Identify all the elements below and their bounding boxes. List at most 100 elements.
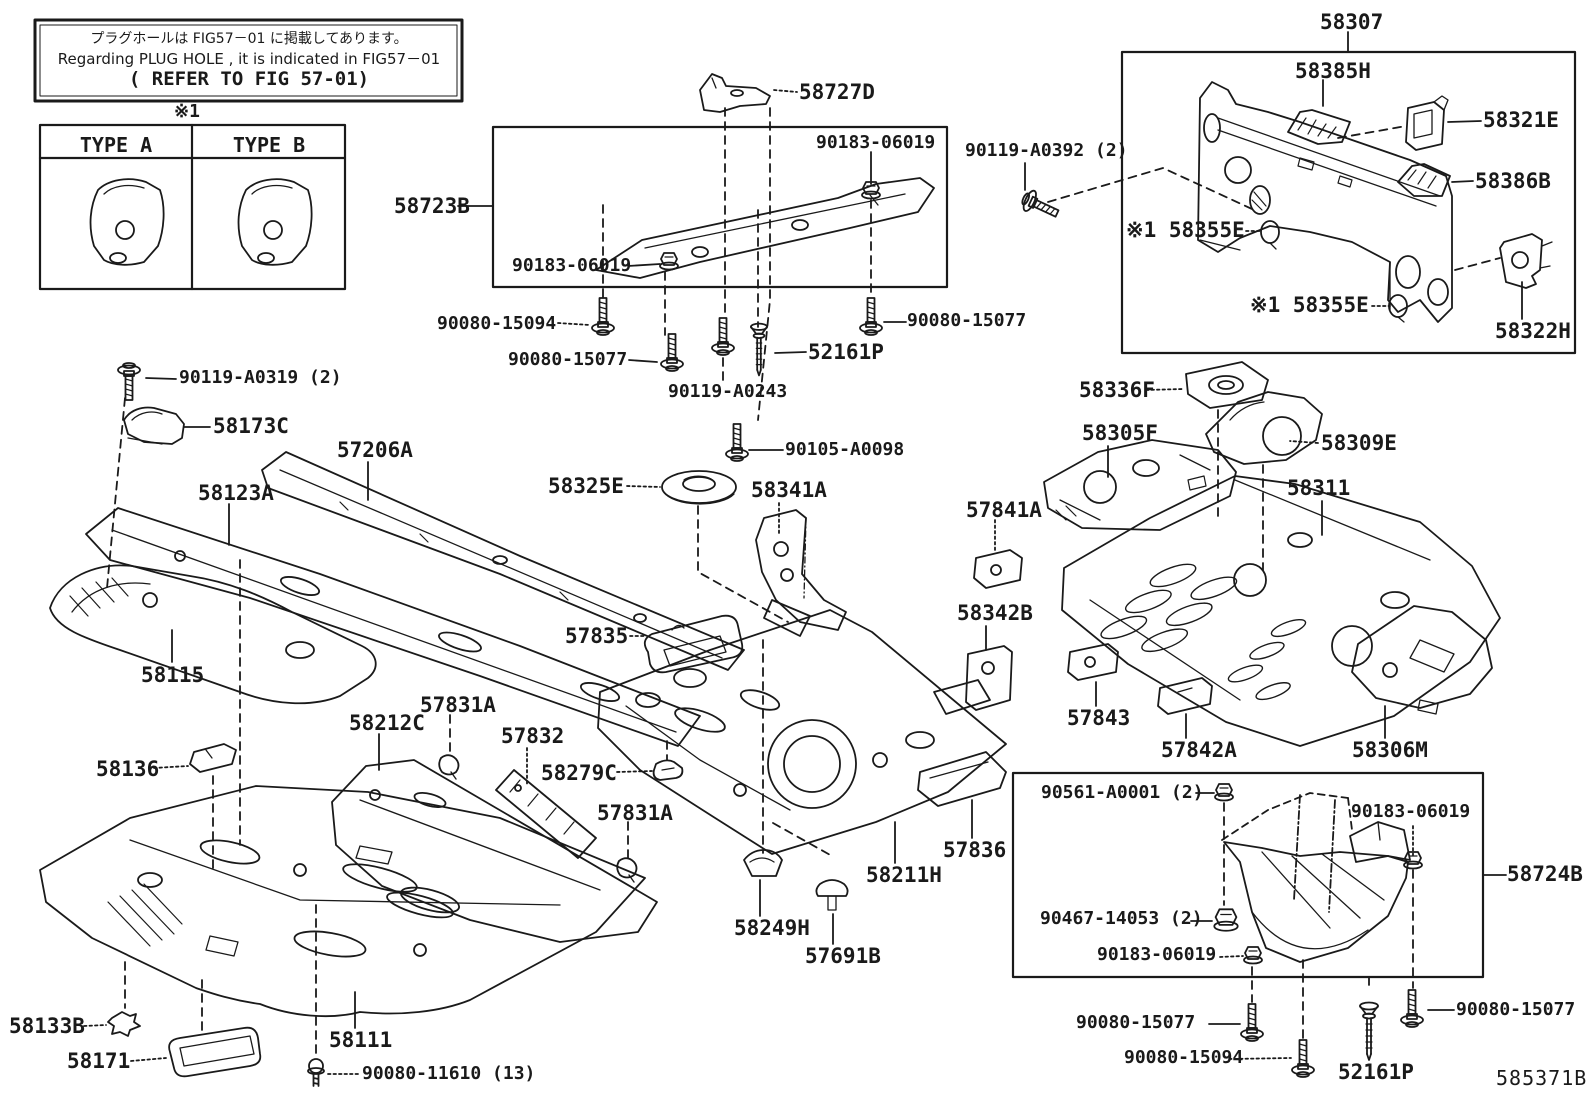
label-figure-number: 585371B xyxy=(1496,1066,1588,1090)
label-58322H: 58322H xyxy=(1495,319,1571,343)
label-57841A: 57841A xyxy=(966,498,1042,522)
bolt-90119-A0243 xyxy=(711,317,735,356)
part-58171 xyxy=(169,1028,260,1077)
part-57832-rocker xyxy=(496,770,596,858)
part-58311-rear-floor xyxy=(1062,476,1500,746)
label-90183-06019-2: 90183-06019 xyxy=(512,255,632,276)
label-58355E-2: ※1 58355E xyxy=(1250,293,1369,317)
label-58111: 58111 xyxy=(329,1028,393,1052)
type-table-frame xyxy=(40,125,345,289)
part-58279C xyxy=(654,760,683,780)
part-57836 xyxy=(918,752,1006,806)
label-58724B: 58724B xyxy=(1507,862,1583,886)
label-90080-15077-4: 90080-15077 xyxy=(1456,999,1576,1020)
label-58279C: 58279C xyxy=(541,761,617,785)
part-58136 xyxy=(190,744,236,772)
label-52161P-1: 52161P xyxy=(808,340,884,364)
bolt-90080-15077-2 xyxy=(859,297,883,336)
label-58305F: 58305F xyxy=(1082,421,1158,445)
label-57836: 57836 xyxy=(943,838,1007,862)
label-57843: 57843 xyxy=(1067,706,1131,730)
fasteners xyxy=(117,181,1424,1087)
note-line-refer: ( REFER TO FIG 57-01) xyxy=(128,68,370,90)
label-58212C: 58212C xyxy=(349,711,425,735)
part-58115-crossmember xyxy=(50,565,376,703)
bolt-90119-A0319 xyxy=(117,362,141,401)
bolt-90080-15094-2 xyxy=(1291,1039,1315,1078)
box-58723B xyxy=(493,127,947,287)
bolt-90080-15094-1 xyxy=(591,297,615,336)
label-58211H: 58211H xyxy=(866,863,942,887)
label-90183-06019-3: 90183-06019 xyxy=(1351,801,1471,822)
label-57206A: 57206A xyxy=(337,438,413,462)
label-57831A-1: 57831A xyxy=(420,693,496,717)
screw-90080-11610 xyxy=(307,1058,325,1087)
label-ref-mark-table: ※1 xyxy=(174,101,200,122)
label-57835: 57835 xyxy=(565,624,629,648)
part-58386B xyxy=(1398,164,1450,196)
part-58249H xyxy=(744,850,782,876)
nut-90467-14053 xyxy=(1213,908,1239,932)
label-58342B: 58342B xyxy=(957,601,1033,625)
part-58723B-cowl-brace xyxy=(596,178,934,278)
nut-90561-A0001 xyxy=(1214,783,1234,802)
label-90105-A0098: 90105-A0098 xyxy=(785,439,905,460)
type-table-header-b: TYPE B xyxy=(232,133,306,157)
part-58336F xyxy=(1186,362,1268,408)
label-58341A: 58341A xyxy=(751,478,827,502)
part-58212C-floor-side xyxy=(332,760,657,942)
part-58306M xyxy=(1352,606,1492,714)
label-52161P-2: 52161P xyxy=(1338,1060,1414,1084)
part-57843 xyxy=(1068,644,1118,680)
note-line-english: Regarding PLUG HOLE , it is indicated in… xyxy=(57,50,441,68)
label-90080-15094-1: 90080-15094 xyxy=(437,313,557,334)
label-57832: 57832 xyxy=(501,724,565,748)
label-58311: 58311 xyxy=(1287,476,1351,500)
label-58133B: 58133B xyxy=(9,1014,85,1038)
label-58306M: 58306M xyxy=(1352,738,1428,762)
leader-lines xyxy=(84,32,1522,1074)
label-58727D: 58727D xyxy=(799,80,875,104)
label-58123A: 58123A xyxy=(198,481,274,505)
label-58115: 58115 xyxy=(141,663,205,687)
bolt-90119-A0392 xyxy=(1017,187,1063,225)
label-58321E: 58321E xyxy=(1483,108,1559,132)
label-90119-A0243: 90119-A0243 xyxy=(668,381,788,402)
nut-90183-06019-4 xyxy=(1243,946,1263,965)
part-58325E-silencer xyxy=(662,471,736,504)
part-57841A xyxy=(974,550,1022,588)
bolt-90105-A0098 xyxy=(725,423,749,462)
label-58309E: 58309E xyxy=(1321,431,1397,455)
part-58211H-center-floor xyxy=(598,610,1006,854)
label-57691B: 57691B xyxy=(805,944,881,968)
part-58321E xyxy=(1406,96,1448,150)
part-58724B-under-cover xyxy=(1222,793,1410,962)
label-58249H: 58249H xyxy=(734,916,810,940)
part-58123A-member xyxy=(86,508,700,746)
part-58342B xyxy=(934,646,1012,714)
label-90183-06019-4: 90183-06019 xyxy=(1097,944,1217,965)
label-58355E-1: ※1 58355E xyxy=(1126,218,1245,242)
part-58355E-1 xyxy=(1261,221,1279,249)
part-58307-dash-panel xyxy=(1198,82,1452,322)
part-58133B xyxy=(108,1012,140,1036)
label-58136: 58136 xyxy=(96,757,160,781)
part-58173C xyxy=(124,408,184,445)
part-58385H xyxy=(1288,110,1350,144)
part-58309E xyxy=(1206,392,1322,464)
label-58723B: 58723B xyxy=(394,194,470,218)
assembly-dashed-lines xyxy=(107,108,1500,1058)
label-90119-A0392: 90119-A0392 (2) xyxy=(965,140,1128,161)
type-table-header-a: TYPE A xyxy=(79,133,153,157)
type-a-bracket xyxy=(91,179,164,265)
label-90119-A0319: 90119-A0319 (2) xyxy=(179,367,342,388)
label-58307: 58307 xyxy=(1320,10,1384,34)
clip-52161P-2 xyxy=(1359,1001,1379,1061)
part-57842A xyxy=(1158,678,1212,714)
label-58173C: 58173C xyxy=(213,414,289,438)
note-box-frame xyxy=(35,20,462,101)
part-58111-front-floor xyxy=(40,786,645,1016)
label-90080-11610: 90080-11610 (13) xyxy=(362,1063,536,1084)
